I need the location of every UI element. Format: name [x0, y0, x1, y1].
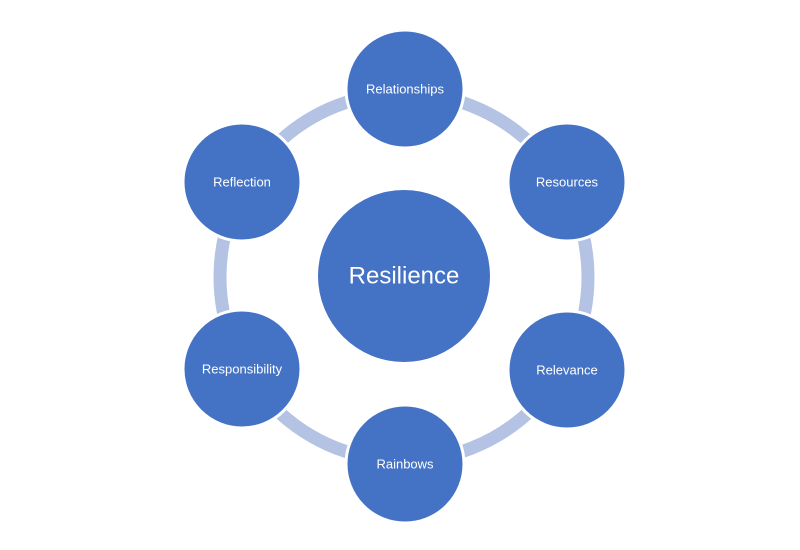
outer-node-label: Relationships	[366, 82, 445, 97]
center-node-label: Resilience	[349, 263, 460, 290]
outer-node-circle	[344, 28, 466, 150]
outer-node-label: Relevance	[536, 363, 597, 378]
outer-node-responsibility: Responsibility	[181, 308, 303, 430]
outer-node-label: Resources	[536, 175, 599, 190]
outer-node-circle	[506, 309, 628, 431]
outer-node-circle	[344, 403, 466, 525]
outer-node-relevance: Relevance	[506, 309, 628, 431]
outer-node-circle	[181, 121, 303, 243]
outer-node-reflection: Reflection	[181, 121, 303, 243]
outer-node-circle	[506, 121, 628, 243]
outer-node-relationships: Relationships	[344, 28, 466, 150]
center-node: Resilience	[318, 190, 490, 362]
outer-node-label: Responsibility	[202, 362, 283, 377]
outer-node-label: Reflection	[213, 175, 271, 190]
center-node-circle	[318, 190, 490, 362]
outer-node-circle	[181, 308, 303, 430]
outer-node-resources: Resources	[506, 121, 628, 243]
outer-node-label: Rainbows	[376, 457, 434, 472]
outer-node-rainbows: Rainbows	[344, 403, 466, 525]
